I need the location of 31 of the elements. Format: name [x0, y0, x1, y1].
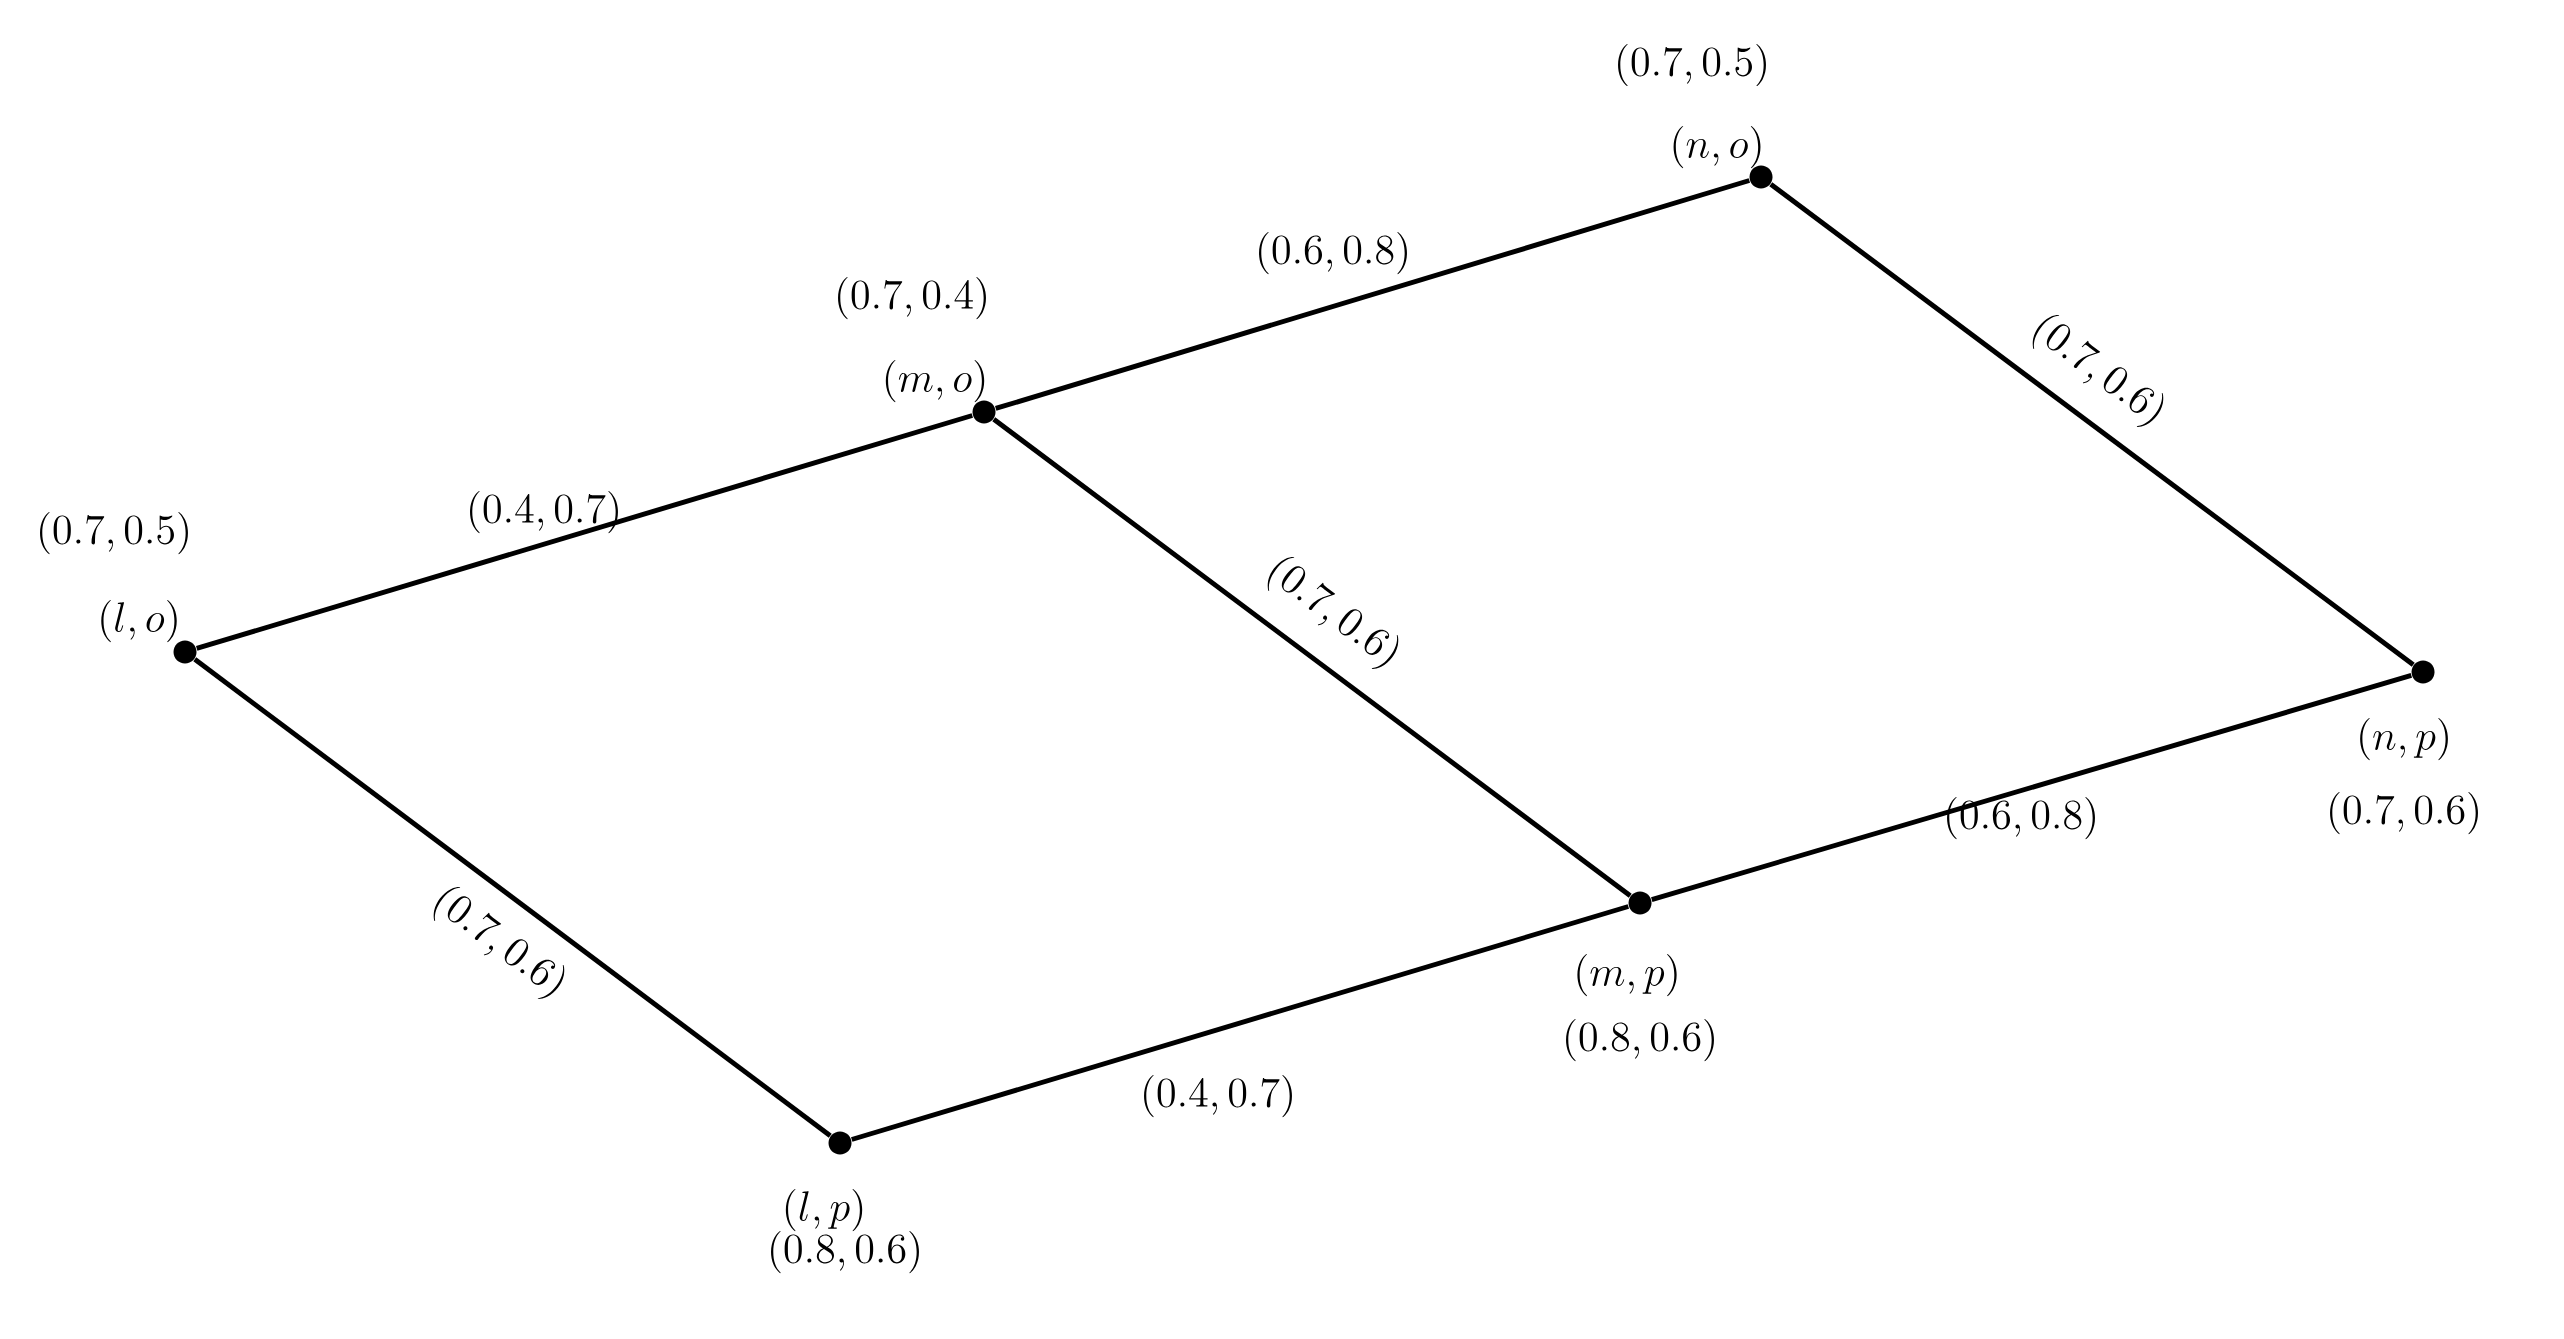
edge-label: $(0.6,0.8)$ — [1947, 796, 2095, 840]
edge-label: $(0.4,0.7)$ — [470, 490, 618, 534]
edge-line — [992, 417, 1632, 898]
vertex-label: $(n,p)$ — [2360, 717, 2448, 761]
vertex-label: $(m,o)$ — [885, 359, 985, 403]
edge-label: $(0.4,0.7)$ — [1144, 1074, 1292, 1118]
edge-line — [196, 413, 974, 651]
vertex-label: $(l,p)$ — [785, 1188, 863, 1232]
edge-label: $(0.7,0.6)$ — [1267, 557, 1399, 669]
edge-label: $(0.7,0.6)$ — [433, 887, 565, 999]
vertex-dot — [173, 640, 197, 664]
vertex-label: $(0.8,0.6)$ — [1566, 1018, 1714, 1062]
vertex-dot — [828, 1131, 852, 1155]
edge-label: $(0.7,0.6)$ — [2032, 315, 2164, 427]
vertex-dot — [972, 400, 996, 424]
vertex-label: $(0.8,0.6)$ — [771, 1230, 919, 1274]
vertex-label: $(l,o)$ — [101, 599, 177, 643]
edge-line — [851, 904, 1630, 1142]
vertex-dot — [1628, 891, 1652, 915]
edge-line — [193, 657, 832, 1138]
vertex-label: $(0.7,0.4)$ — [838, 276, 986, 320]
edge-line — [995, 178, 1751, 411]
vertex-label: $(0.7,0.6)$ — [2330, 791, 2478, 835]
vertex-dot — [2411, 660, 2435, 684]
vertex-label: $(0.7,0.5)$ — [1618, 43, 1766, 87]
vertex-label: $(0.7,0.5)$ — [40, 511, 188, 555]
vertex-label: $(m,p)$ — [1577, 953, 1677, 997]
edge-line — [1651, 673, 2413, 902]
edge-line — [1769, 182, 2415, 667]
vertex-label: $(n,o)$ — [1673, 125, 1761, 169]
edge-label: $(0.6,0.8)$ — [1259, 231, 1407, 275]
